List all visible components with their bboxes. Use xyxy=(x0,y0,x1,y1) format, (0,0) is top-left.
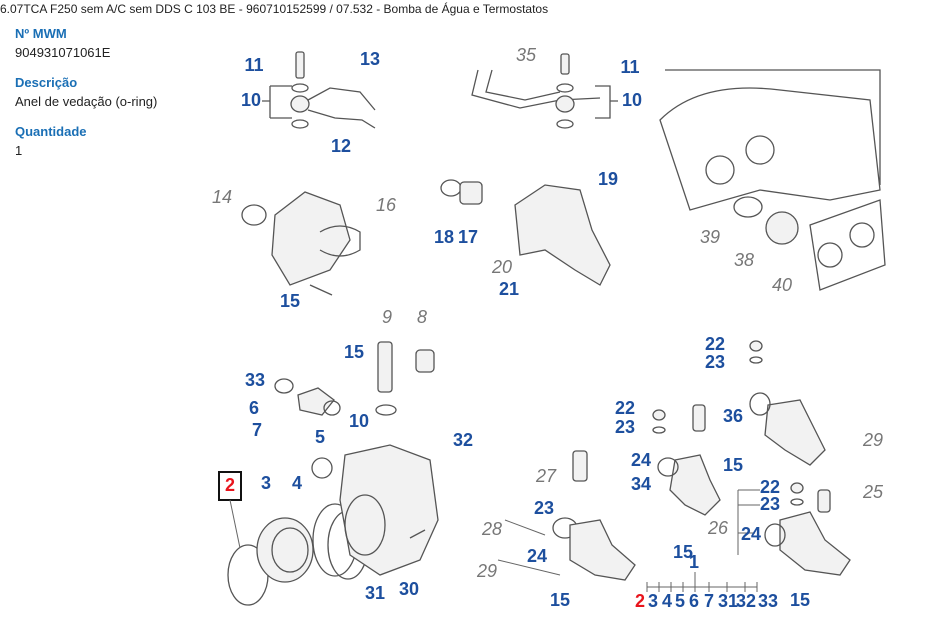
callout-33[interactable]: 33 xyxy=(245,370,265,390)
callout-12[interactable]: 12 xyxy=(331,136,351,156)
callout-2[interactable]: 2 xyxy=(225,475,235,495)
callout-20[interactable]: 20 xyxy=(491,257,512,277)
callout-11[interactable]: 11 xyxy=(620,57,639,77)
callout-28[interactable]: 28 xyxy=(481,519,502,539)
quantity-value: 1 xyxy=(15,143,23,158)
callout-34[interactable]: 34 xyxy=(631,474,651,494)
callout-5[interactable]: 5 xyxy=(675,591,685,611)
callout-15[interactable]: 15 xyxy=(550,590,570,610)
callout-8[interactable]: 8 xyxy=(417,307,427,327)
callout-10[interactable]: 10 xyxy=(349,411,369,431)
callout-2[interactable]: 2 xyxy=(635,591,645,611)
callout-31[interactable]: 31 xyxy=(365,583,385,603)
callout-29[interactable]: 29 xyxy=(476,561,497,581)
callout-5[interactable]: 5 xyxy=(315,427,325,447)
callout-29[interactable]: 29 xyxy=(862,430,883,450)
callout-15[interactable]: 15 xyxy=(280,291,300,311)
callout-14[interactable]: 14 xyxy=(212,187,232,207)
callout-6[interactable]: 6 xyxy=(689,591,699,611)
callout-22[interactable]: 22 xyxy=(705,334,725,354)
callout-4[interactable]: 4 xyxy=(662,591,672,611)
mwm-label: Nº MWM xyxy=(15,26,67,41)
description-label: Descrição xyxy=(15,75,78,90)
callout-7[interactable]: 7 xyxy=(704,591,714,611)
callout-23[interactable]: 23 xyxy=(615,417,635,437)
callout-19[interactable]: 19 xyxy=(598,169,618,189)
callout-15[interactable]: 15 xyxy=(790,590,810,610)
callout-36[interactable]: 36 xyxy=(723,406,743,426)
callout-25[interactable]: 25 xyxy=(862,482,884,502)
callout-26[interactable]: 26 xyxy=(707,518,729,538)
part-details-panel: Nº MWM 904931071061E Descrição Anel de v… xyxy=(15,26,205,173)
callout-35[interactable]: 35 xyxy=(516,45,537,65)
callout-15[interactable]: 15 xyxy=(344,342,364,362)
callout-40[interactable]: 40 xyxy=(772,275,792,295)
callout-23[interactable]: 23 xyxy=(705,352,725,372)
callout-32[interactable]: 32 xyxy=(736,591,756,611)
callout-21[interactable]: 21 xyxy=(499,279,519,299)
callout-7[interactable]: 7 xyxy=(252,420,262,440)
callout-23[interactable]: 23 xyxy=(760,494,780,514)
callout-1[interactable]: 1 xyxy=(689,552,699,572)
callout-13[interactable]: 13 xyxy=(360,49,380,69)
callout-27[interactable]: 27 xyxy=(535,466,557,486)
callout-10[interactable]: 10 xyxy=(241,90,261,110)
callout-33[interactable]: 33 xyxy=(758,591,778,611)
callout-24[interactable]: 24 xyxy=(631,450,651,470)
callout-23[interactable]: 23 xyxy=(534,498,554,518)
callout-32[interactable]: 32 xyxy=(453,430,473,450)
page-title: 6.07TCA F250 sem A/C sem DDS C 103 BE - … xyxy=(0,2,549,16)
callout-18[interactable]: 18 xyxy=(434,227,454,247)
callout-38[interactable]: 38 xyxy=(734,250,754,270)
quantity-label: Quantidade xyxy=(15,124,87,139)
callout-24[interactable]: 24 xyxy=(741,524,761,544)
callout-9[interactable]: 9 xyxy=(382,307,392,327)
description-value: Anel de vedação (o-ring) xyxy=(15,94,158,109)
callout-11[interactable]: 11 xyxy=(244,55,263,75)
callout-3[interactable]: 3 xyxy=(648,591,658,611)
mwm-value: 904931071061E xyxy=(15,45,111,60)
callout-31[interactable]: 31 xyxy=(718,591,738,611)
callout-16[interactable]: 16 xyxy=(376,195,397,215)
callout-4[interactable]: 4 xyxy=(292,473,302,493)
callout-39[interactable]: 39 xyxy=(700,227,720,247)
callout-22[interactable]: 22 xyxy=(760,477,780,497)
callout-17[interactable]: 17 xyxy=(458,227,478,247)
callout-30[interactable]: 30 xyxy=(399,579,419,599)
callout-15[interactable]: 15 xyxy=(723,455,743,475)
callout-3[interactable]: 3 xyxy=(261,473,271,493)
callout-24[interactable]: 24 xyxy=(527,546,547,566)
callout-15[interactable]: 15 xyxy=(673,542,693,562)
part-drawings xyxy=(218,51,886,606)
callout-10[interactable]: 10 xyxy=(622,90,642,110)
callout-22[interactable]: 22 xyxy=(615,398,635,418)
callout-6[interactable]: 6 xyxy=(249,398,259,418)
